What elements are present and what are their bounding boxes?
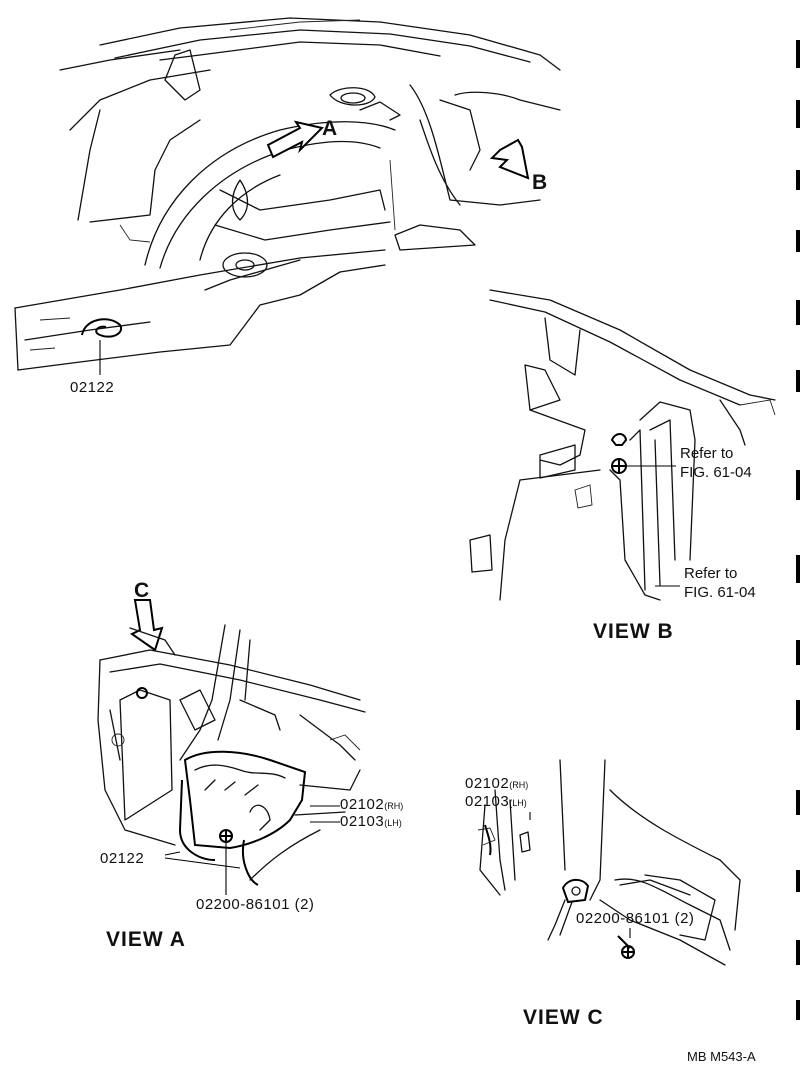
view-a-part-02103: 02103(LH) — [340, 813, 402, 830]
edge-mark — [796, 790, 800, 815]
view-a-title: VIEW A — [106, 928, 186, 951]
view-c-title: VIEW C — [523, 1006, 604, 1029]
view-b-ref-1-line2: FIG. 61-04 — [680, 464, 752, 481]
view-b-ref-2-line1: Refer to — [684, 565, 738, 582]
edge-mark — [796, 170, 800, 190]
view-a-drawing — [97, 599, 366, 895]
view-b-title: VIEW B — [593, 620, 674, 643]
main-part-02122-label: 02122 — [70, 379, 115, 396]
edge-mark — [796, 1000, 800, 1020]
figure-code: MB M543-A — [687, 1049, 756, 1064]
edge-mark — [796, 370, 800, 392]
edge-mark — [796, 300, 800, 325]
edge-mark — [796, 230, 800, 252]
edge-mark — [796, 640, 800, 665]
view-c-drawing — [477, 759, 741, 966]
edge-mark — [796, 700, 800, 730]
edge-mark — [796, 470, 800, 500]
view-a-c-marker: C — [134, 579, 150, 602]
edge-mark — [796, 40, 800, 68]
view-b-ref-1-line1: Refer to — [680, 445, 734, 462]
main-view-b-marker: B — [532, 171, 548, 194]
edge-mark — [796, 555, 800, 583]
view-a-part-02102: 02102(RH) — [340, 796, 404, 813]
edge-mark — [796, 870, 800, 892]
view-a-part-02122: 02122 — [100, 850, 145, 867]
view-c-part-02103: 02103(LH) — [465, 793, 527, 810]
main-body-view — [14, 17, 561, 375]
edge-mark — [796, 940, 800, 965]
view-a-bolt-label: 02200-86101 (2) — [196, 896, 315, 913]
view-b-ref-2-line2: FIG. 61-04 — [684, 584, 756, 601]
view-c-part-02102: 02102(RH) — [465, 775, 529, 792]
edge-mark — [796, 100, 800, 128]
main-view-a-marker: A — [322, 117, 338, 140]
view-c-bolt-label: 02200-86101 (2) — [576, 910, 695, 927]
view-b-drawing — [469, 289, 776, 601]
